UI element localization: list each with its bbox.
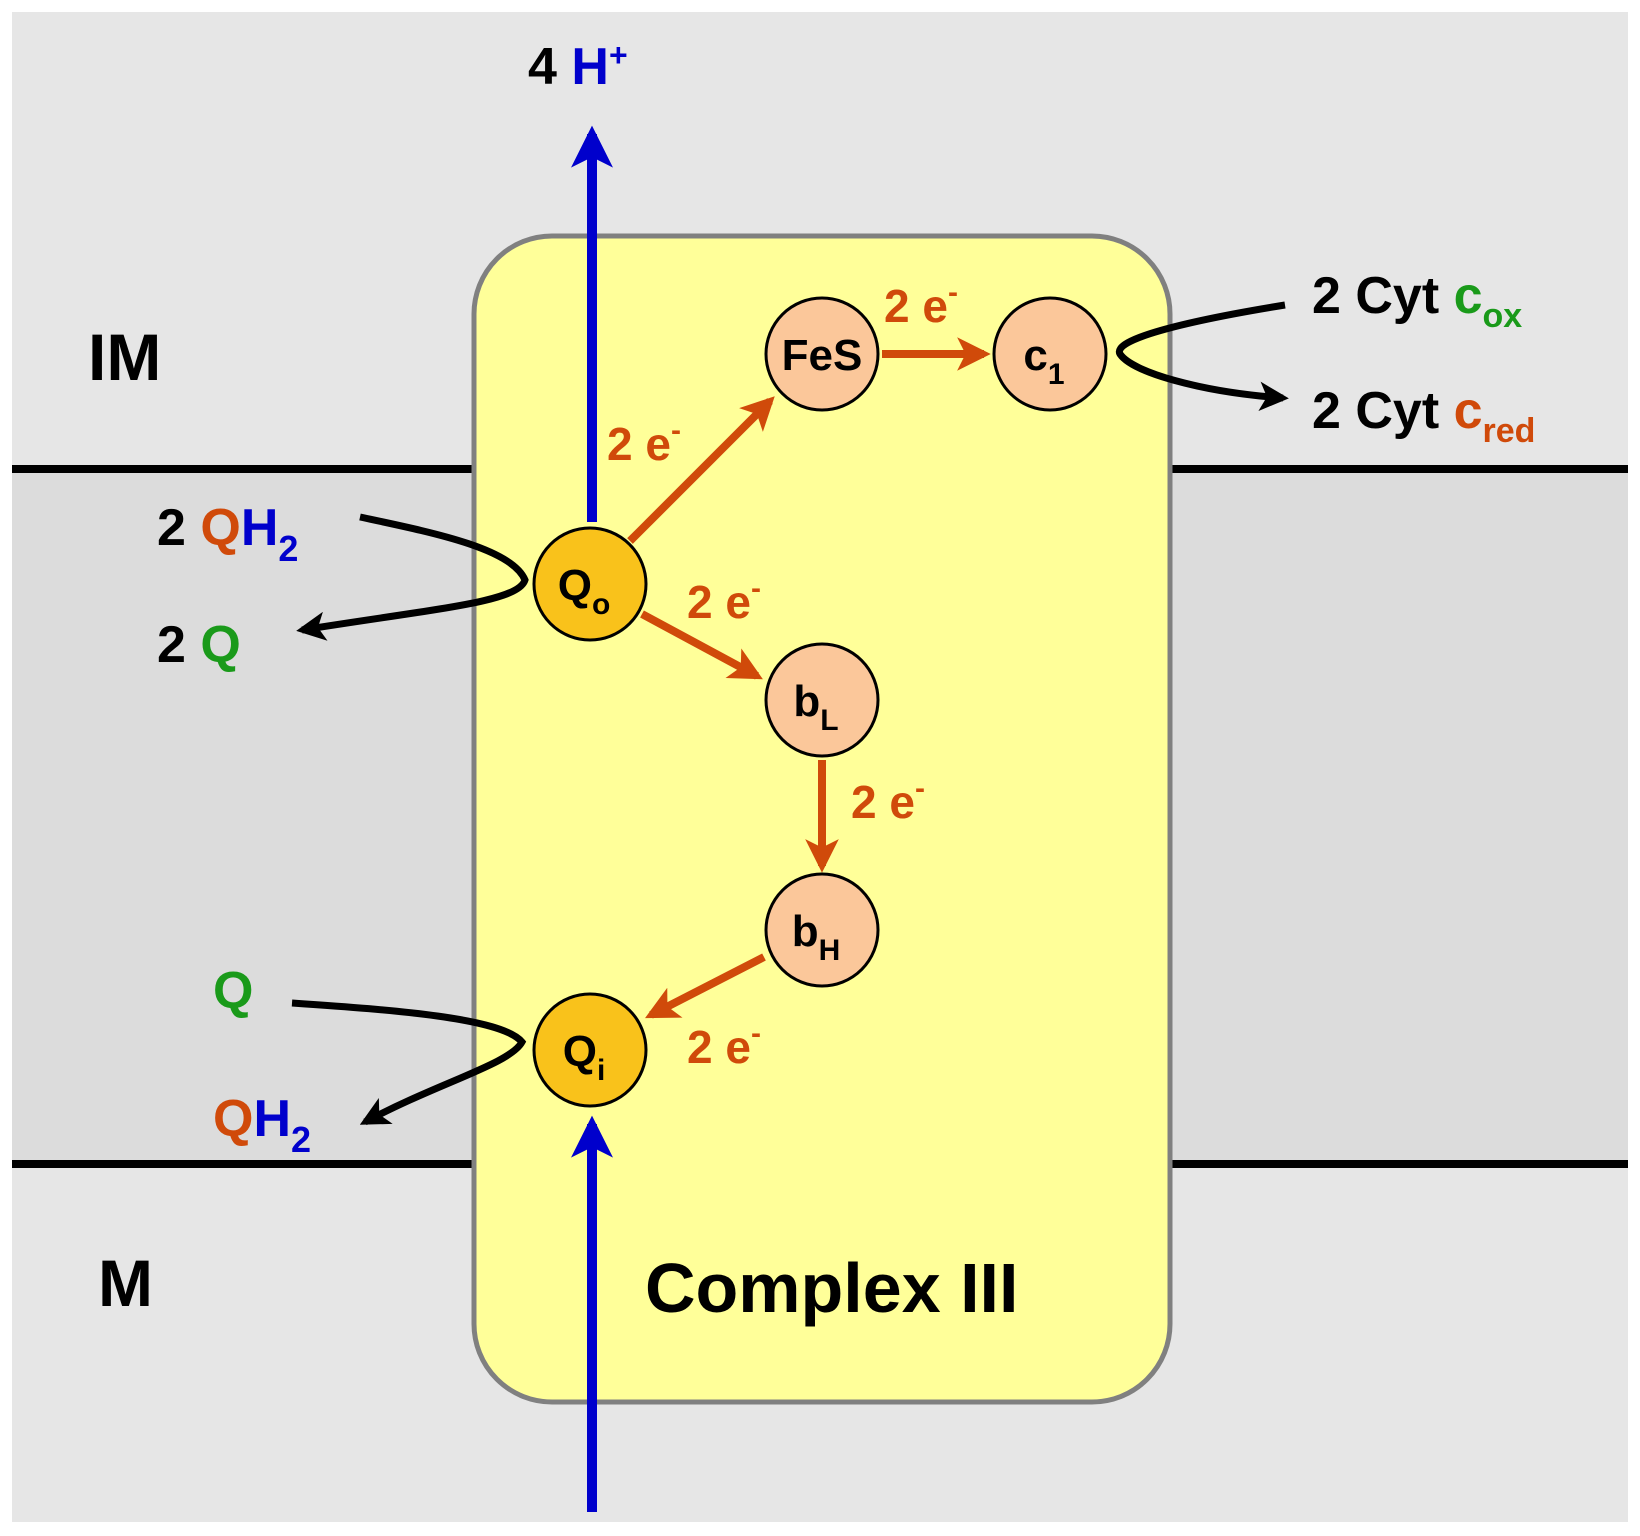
electron-arrow-qo-bl	[640, 610, 763, 680]
svg-text:bL: bL	[793, 677, 838, 737]
fes-center: FeS	[764, 296, 880, 412]
electron-label-qo-fes: 2 e-	[607, 414, 681, 470]
electron-arrow-qo-fes	[627, 396, 775, 544]
bl-center: bL	[764, 642, 880, 758]
electron-label-qo-bl: 2 e-	[687, 572, 761, 628]
complex-title: Complex III	[645, 1249, 1018, 1327]
proton-label: 4 H+	[528, 37, 628, 96]
qo-substrate-qh2: 2 QH2	[157, 499, 298, 569]
region-label-m: M	[98, 1246, 153, 1320]
cyt-c-reduced-label: 2 Cyt cred	[1312, 382, 1535, 450]
svg-text:FeS: FeS	[782, 331, 863, 380]
qi-reduction-curve	[291, 999, 527, 1126]
electron-label-bh-qi: 2 e-	[687, 1017, 761, 1073]
electron-label-bl-bh: 2 e-	[851, 772, 925, 828]
qo-oxidation-curve	[296, 513, 529, 641]
qi-site: Qi	[532, 992, 648, 1108]
svg-text:Qi: Qi	[563, 1027, 606, 1087]
qi-substrate-q: Q	[213, 962, 253, 1020]
qo-site: Qo	[532, 526, 648, 642]
electron-label-fes-c1: 2 e-	[884, 276, 958, 332]
c1-center: c1	[992, 296, 1108, 412]
cyt-c-oxidized-label: 2 Cyt cox	[1312, 267, 1522, 335]
region-label-im: IM	[88, 320, 161, 394]
svg-text:bH: bH	[792, 907, 841, 967]
cyt-c-reduction-curve	[1115, 301, 1289, 411]
qo-product-q: 2 Q	[157, 616, 241, 674]
bh-center: bH	[764, 872, 880, 988]
svg-text:Qo: Qo	[558, 561, 611, 621]
electron-arrow-bh-qi	[645, 953, 766, 1019]
qi-product-qh2: QH2	[213, 1090, 311, 1160]
svg-text:c1: c1	[1023, 331, 1064, 391]
